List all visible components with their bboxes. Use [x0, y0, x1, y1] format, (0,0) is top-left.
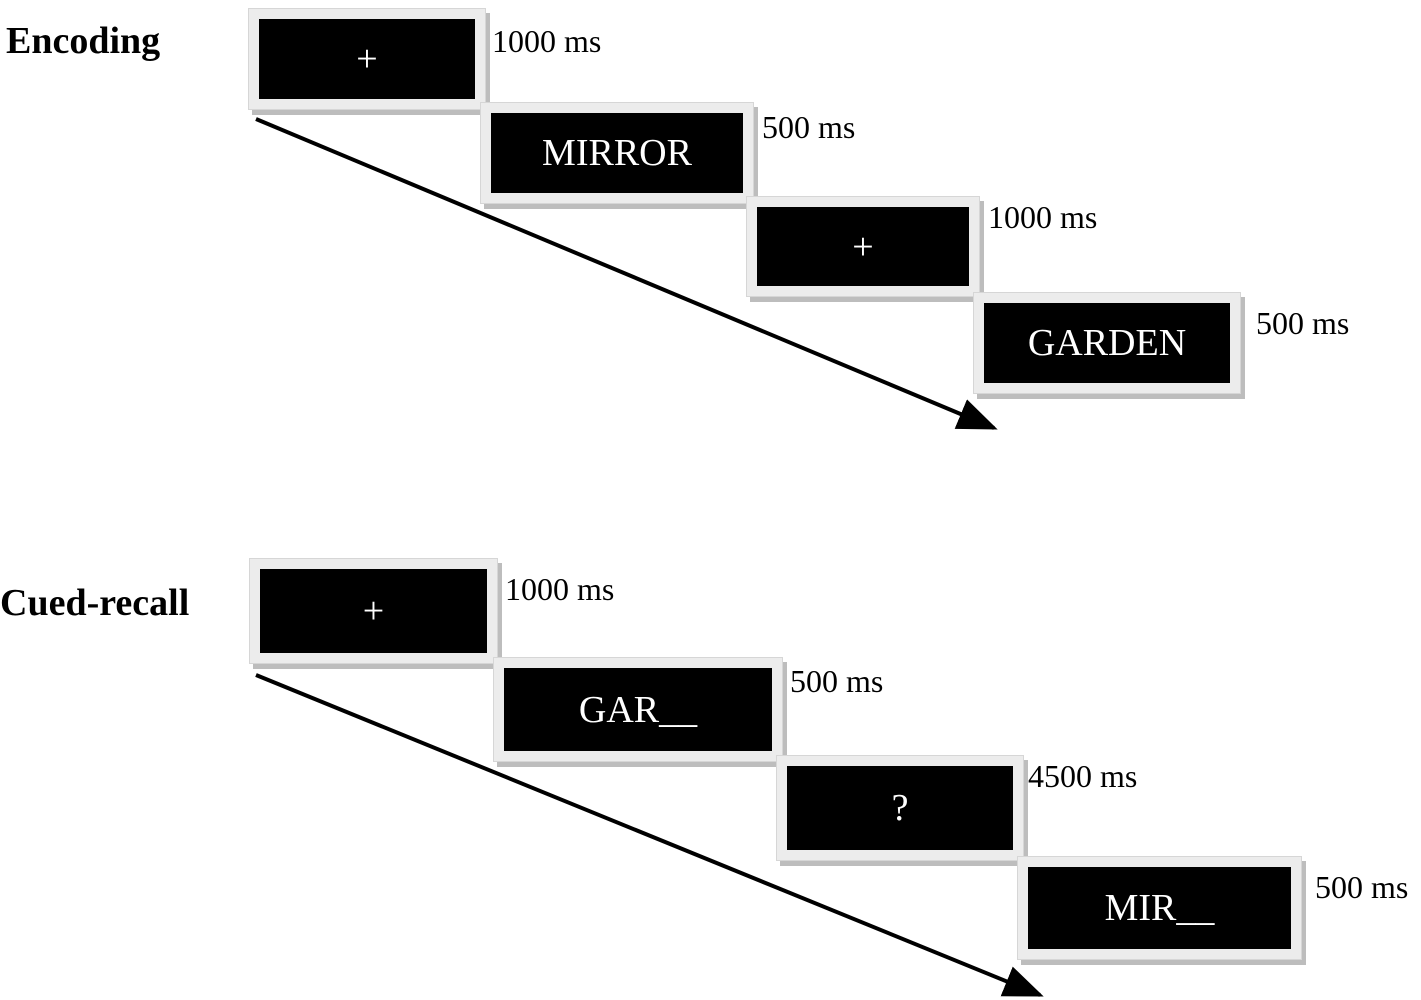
encoding-duration-4: 500 ms [1256, 305, 1350, 341]
encoding-stimulus-4: GARDEN [984, 303, 1230, 383]
encoding-title: Encoding [6, 20, 161, 62]
cued-recall-stimulus-3: ? [787, 766, 1013, 850]
cued-recall-screen-1: + [249, 558, 498, 664]
cued-recall-stimulus-1: + [260, 569, 487, 653]
cued-recall-screen-2: GAR__ [493, 657, 783, 762]
encoding-duration-1: 1000 ms [492, 23, 602, 59]
cued-recall-duration-3: 4500 ms [1028, 758, 1138, 794]
encoding-screen-1: + [248, 8, 486, 110]
encoding-duration-3: 1000 ms [988, 199, 1098, 235]
cued-recall-duration-2: 500 ms [790, 663, 884, 699]
encoding-screen-3: + [746, 196, 980, 297]
cued-recall-duration-4: 500 ms [1315, 869, 1409, 905]
cued-recall-screen-3: ? [776, 755, 1024, 861]
encoding-stimulus-2: MIRROR [491, 113, 743, 193]
encoding-time-arrow [255, 117, 998, 430]
cued-recall-stimulus-2: GAR__ [504, 668, 772, 751]
cued-recall-title: Cued-recall [0, 582, 190, 624]
cued-recall-time-arrow [255, 673, 1044, 997]
cued-recall-duration-1: 1000 ms [505, 571, 615, 607]
encoding-duration-2: 500 ms [762, 109, 856, 145]
cued-recall-stimulus-4: MIR__ [1028, 867, 1291, 949]
encoding-stimulus-3: + [757, 207, 969, 286]
encoding-screen-4: GARDEN [973, 292, 1241, 394]
cued-recall-screen-4: MIR__ [1017, 856, 1302, 960]
encoding-stimulus-1: + [259, 19, 475, 99]
encoding-screen-2: MIRROR [480, 102, 754, 204]
